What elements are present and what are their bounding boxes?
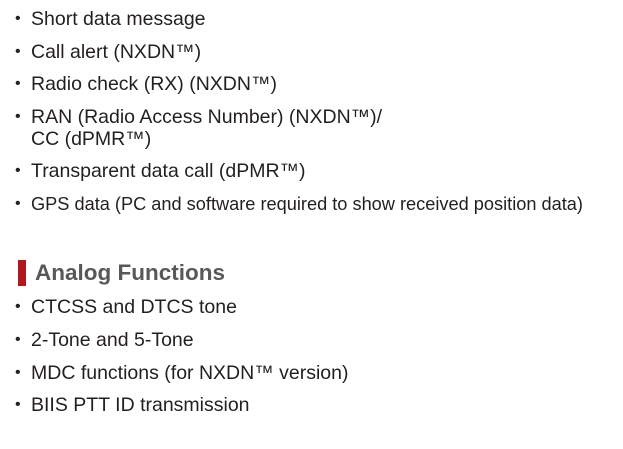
- bullet-icon: •: [15, 194, 21, 212]
- list-item: • GPS data (PC and software required to …: [14, 193, 583, 215]
- bullet-icon: •: [15, 10, 21, 27]
- list-item-text-continued: CC (dPMR™): [31, 127, 152, 150]
- bullet-icon: •: [15, 298, 21, 315]
- list-item-text: GPS data (PC and software required to sh…: [31, 193, 583, 214]
- list-item-text: Transparent data call (dPMR™): [31, 160, 306, 183]
- analog-functions-list: • CTCSS and DTCS tone • 2-Tone and 5-Ton…: [14, 296, 348, 427]
- list-item-text: MDC functions (for NXDN™ version): [31, 361, 349, 384]
- list-item-text: Call alert (NXDN™): [31, 40, 202, 63]
- list-item-text: 2-Tone and 5-Tone: [31, 328, 194, 351]
- list-item: • MDC functions (for NXDN™ version): [14, 362, 348, 384]
- list-item: • Call alert (NXDN™): [14, 41, 583, 63]
- list-item: • RAN (Radio Access Number) (NXDN™)/ CC …: [14, 106, 583, 150]
- list-item-text: Short data message: [31, 8, 206, 30]
- section-heading: Analog Functions: [18, 259, 225, 287]
- bullet-icon: •: [15, 330, 21, 348]
- bullet-icon: •: [15, 75, 21, 93]
- digital-functions-list: • Short data message • Call alert (NXDN™…: [14, 8, 583, 226]
- list-item: • CTCSS and DTCS tone: [14, 296, 348, 318]
- bullet-icon: •: [15, 396, 21, 414]
- bullet-icon: •: [15, 162, 21, 180]
- list-item: • 2-Tone and 5-Tone: [14, 329, 348, 351]
- bullet-icon: •: [15, 363, 21, 381]
- list-item-text: CTCSS and DTCS tone: [31, 296, 237, 318]
- list-item-text: BIIS PTT ID transmission: [31, 394, 250, 417]
- list-item: • Short data message: [14, 8, 583, 30]
- list-item: • Transparent data call (dPMR™): [14, 160, 583, 182]
- list-item-text: RAN (Radio Access Number) (NXDN™)/: [31, 105, 383, 128]
- list-item: • Radio check (RX) (NXDN™): [14, 73, 583, 95]
- bullet-icon: •: [15, 107, 21, 125]
- heading-accent-bar: [18, 260, 26, 286]
- list-item-text: Radio check (RX) (NXDN™): [31, 73, 277, 96]
- section-heading-text: Analog Functions: [35, 260, 225, 285]
- bullet-icon: •: [15, 42, 21, 60]
- list-item: • BIIS PTT ID transmission: [14, 394, 348, 416]
